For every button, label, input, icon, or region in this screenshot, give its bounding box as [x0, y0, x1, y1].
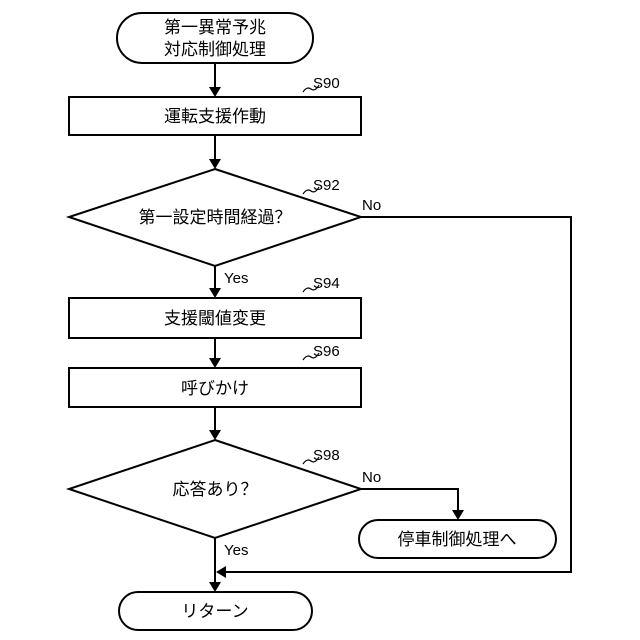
arrowhead-s90-s92 [209, 159, 221, 169]
return-terminal: リターン [119, 592, 312, 630]
process-s94-label: 支援閾値変更 [164, 309, 266, 329]
step-number-s96: S96 [313, 343, 340, 360]
decision-s98: S98 応答あり？ No Yes [69, 440, 381, 559]
arrowhead-start-s90 [209, 87, 221, 97]
decision-s92-label: 第一設定時間経過？ [139, 208, 292, 228]
arrowhead-s98-no-stop [452, 510, 464, 520]
return-terminal-label: リターン [181, 602, 248, 622]
decision-s98-yes-label: Yes [224, 542, 248, 559]
decision-s92-yes-label: Yes [224, 270, 248, 287]
decision-s98-no-label: No [362, 469, 381, 486]
process-s90-label: 運転支援作動 [164, 107, 266, 127]
start-terminal: 第一異常予兆 対応制御処理 [117, 13, 313, 63]
stop-control-terminal-label: 停車制御処理へ [398, 530, 517, 550]
step-number-s94: S94 [313, 275, 340, 292]
arrowhead-s92-s94 [209, 288, 221, 298]
arrowhead-s94-s96 [209, 358, 221, 368]
start-terminal-label-line2: 対応制御処理 [164, 40, 266, 60]
start-terminal-label-line1: 第一異常予兆 [164, 18, 266, 38]
connector-s98-no-stop [361, 489, 458, 511]
step-number-s92: S92 [313, 177, 340, 194]
step-number-s98: S98 [313, 447, 340, 464]
decision-s92-no-label: No [362, 197, 381, 214]
step-number-s90: S90 [313, 75, 340, 92]
decision-s92: S92 第一設定時間経過？ No Yes [69, 169, 381, 287]
arrowhead-s96-s98 [209, 430, 221, 440]
stop-control-terminal: 停車制御処理へ [359, 520, 556, 558]
arrowhead-s98-yes-return [209, 582, 221, 592]
decision-s98-label: 応答あり？ [173, 480, 258, 500]
process-s96-label: 呼びかけ [181, 379, 249, 399]
arrowhead-s92-no-return [216, 566, 226, 578]
